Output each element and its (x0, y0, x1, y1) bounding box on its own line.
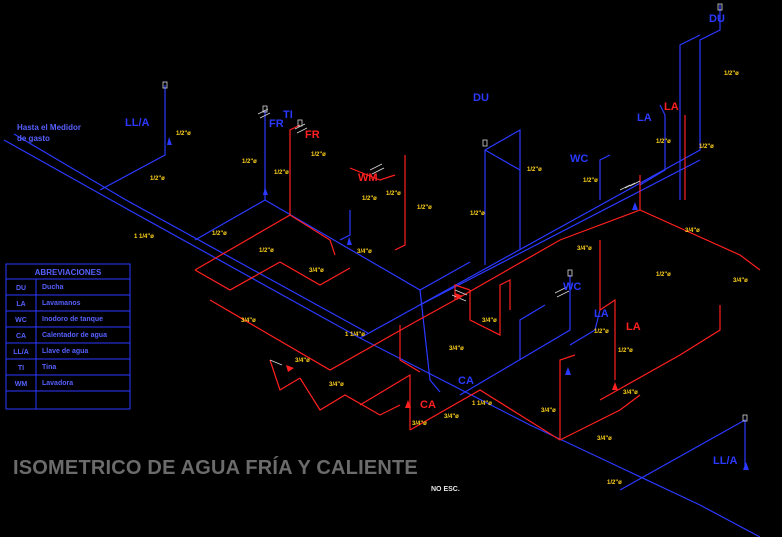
pipe-size-label: 1/2"ø (362, 196, 377, 202)
cold-water-network (3, 5, 761, 537)
supply-note-line: de gasto (17, 134, 50, 143)
pipe-size-label: 1/2"ø (607, 480, 622, 486)
pipe-size-label: 1/2"ø (417, 205, 432, 211)
fixture-label-la: LA (626, 321, 641, 333)
pipe-size-label: 1/2"ø (656, 272, 671, 278)
abbrev-meaning: Lavadora (42, 380, 73, 387)
pipe-size-label: 1/2"ø (311, 152, 326, 158)
fixture-label-la: LA (637, 112, 652, 124)
pipe-size-label: 3/4"ø (685, 228, 700, 234)
abbrev-code: DU (16, 285, 26, 292)
pipe-size-label: 1 1/4"ø (472, 401, 492, 407)
fixture-label-ca: CA (458, 375, 474, 387)
pipe-size-label: 3/4"ø (733, 278, 748, 284)
pipe-size-label: 1/2"ø (242, 159, 257, 165)
fixture-label-la: LA (664, 101, 679, 113)
abbrev-code: CA (16, 333, 26, 340)
fixture-label-wm: WM (358, 172, 378, 184)
pipe-size-label: 3/4"ø (482, 318, 497, 324)
fixture-label-fr: FR (269, 118, 284, 130)
supply-note: Hasta el Medidor de gasto (17, 123, 81, 143)
pipe-size-label: 3/4"ø (577, 246, 592, 252)
abbrev-meaning: Ducha (42, 284, 64, 291)
fitting-cap (162, 81, 168, 89)
fittings (162, 3, 749, 470)
abbreviations-table: ABREVIACIONES DU Ducha LA Lavamanos WC I… (5, 263, 131, 410)
abbrev-meaning: Tina (42, 364, 56, 371)
fixture-label-fr: FR (305, 129, 320, 141)
fixture-label-la: LA (594, 308, 609, 320)
pipe-size-label: 1 1/4"ø (134, 234, 154, 240)
abbrev-code: LA (16, 301, 25, 308)
pipe-size-label: 3/4"ø (623, 390, 638, 396)
pipe-size-label: 1 1/4"ø (345, 332, 365, 338)
pipe-size-label: 3/4"ø (412, 421, 427, 427)
abbrev-meaning: Inodoro de tanque (42, 316, 103, 323)
pipe-size-label: 1/2"ø (150, 176, 165, 182)
pipe-size-label: 1/2"ø (176, 131, 191, 137)
scale-note: NO ESC. (431, 486, 460, 493)
abbrev-meaning: Llave de agua (42, 348, 88, 355)
pipe-size-label: 1/2"ø (527, 167, 542, 173)
pipe-size-label: 3/4"ø (329, 382, 344, 388)
pipe-size-label: 3/4"ø (309, 268, 324, 274)
hot-water-network (194, 115, 761, 441)
fixture-label-ca: CA (420, 399, 436, 411)
fixture-label-du: DU (473, 92, 489, 104)
pipe-size-label: 3/4"ø (597, 436, 612, 442)
pipe-size-label: 3/4"ø (444, 414, 459, 420)
pipe-size-label: 3/4"ø (241, 318, 256, 324)
pipe-size-label: 1/2"ø (724, 71, 739, 77)
pipe-size-label: 1/2"ø (656, 139, 671, 145)
drawing-title: ISOMETRICO DE AGUA FRÍA Y CALIENTE (13, 457, 418, 479)
abbrev-code: TI (18, 365, 24, 372)
pipe-size-label: 1/2"ø (386, 191, 401, 197)
fixture-label-du: DU (709, 13, 725, 25)
pipe-size-label: 3/4"ø (295, 358, 310, 364)
pipe-size-labels: 1/2"ø 1/2"ø 1/2"ø 1/2"ø 1/2"ø 1/2"ø 1/2"… (134, 71, 748, 486)
pipe-size-label: 1/2"ø (274, 170, 289, 176)
abbreviations-heading: ABREVIACIONES (35, 268, 102, 277)
pipe-size-label: 1/2"ø (583, 178, 598, 184)
abbrev-code: LL/A (13, 349, 29, 356)
pipe-size-label: 1/2"ø (594, 329, 609, 335)
fixture-labels: LL/A FR TI FR WM DU DU WC LA LA WC LA LA… (125, 13, 737, 467)
fixture-label-ti: TI (283, 109, 293, 121)
abbrev-code: WC (15, 317, 27, 324)
fixture-label-llia: LL/A (713, 455, 737, 467)
abbrev-code: WM (15, 381, 28, 388)
cold-main-pipe (3, 139, 761, 537)
pipe-size-label: 1/2"ø (212, 231, 227, 237)
pipe-size-label: 1/2"ø (470, 211, 485, 217)
hot-main-pipe (194, 124, 301, 271)
pipe-size-label: 3/4"ø (357, 249, 372, 255)
fixture-label-wc: WC (563, 281, 581, 293)
fixture-label-llia: LL/A (125, 117, 149, 129)
pipe-size-label: 1/2"ø (699, 144, 714, 150)
supply-note-line: Hasta el Medidor (17, 123, 81, 132)
pipe-size-label: 1/2"ø (259, 248, 274, 254)
abbrev-meaning: Calentador de agua (42, 332, 107, 339)
pipe-size-label: 3/4"ø (449, 346, 464, 352)
pipe-size-label: 3/4"ø (541, 408, 556, 414)
abbrev-meaning: Lavamanos (42, 300, 81, 307)
pipe-size-label: 1/2"ø (618, 348, 633, 354)
fixture-label-wc: WC (570, 153, 588, 165)
